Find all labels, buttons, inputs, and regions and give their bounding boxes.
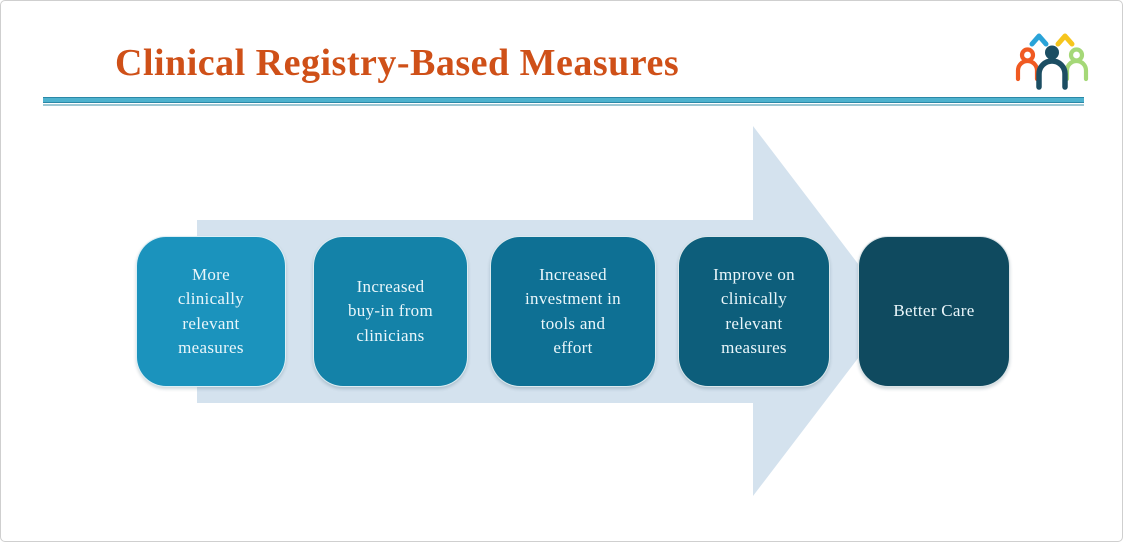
slide-title: Clinical Registry-Based Measures xyxy=(115,42,680,84)
title-underline-thin-line xyxy=(43,104,1084,106)
people-group-logo xyxy=(1015,33,1089,90)
logo-right-caret-icon xyxy=(1055,33,1075,47)
process-step-5-label: Better Care xyxy=(893,301,975,321)
title-underline-thick-line xyxy=(43,97,1084,103)
logo-right-person-icon xyxy=(1064,47,1089,82)
logo-center-person-icon xyxy=(1036,45,1068,90)
logo-left-person-icon xyxy=(1015,47,1040,82)
logo-left-caret-icon xyxy=(1029,33,1049,47)
process-step-5: Better Care xyxy=(858,236,1010,387)
title-underline-rule xyxy=(43,97,1084,106)
